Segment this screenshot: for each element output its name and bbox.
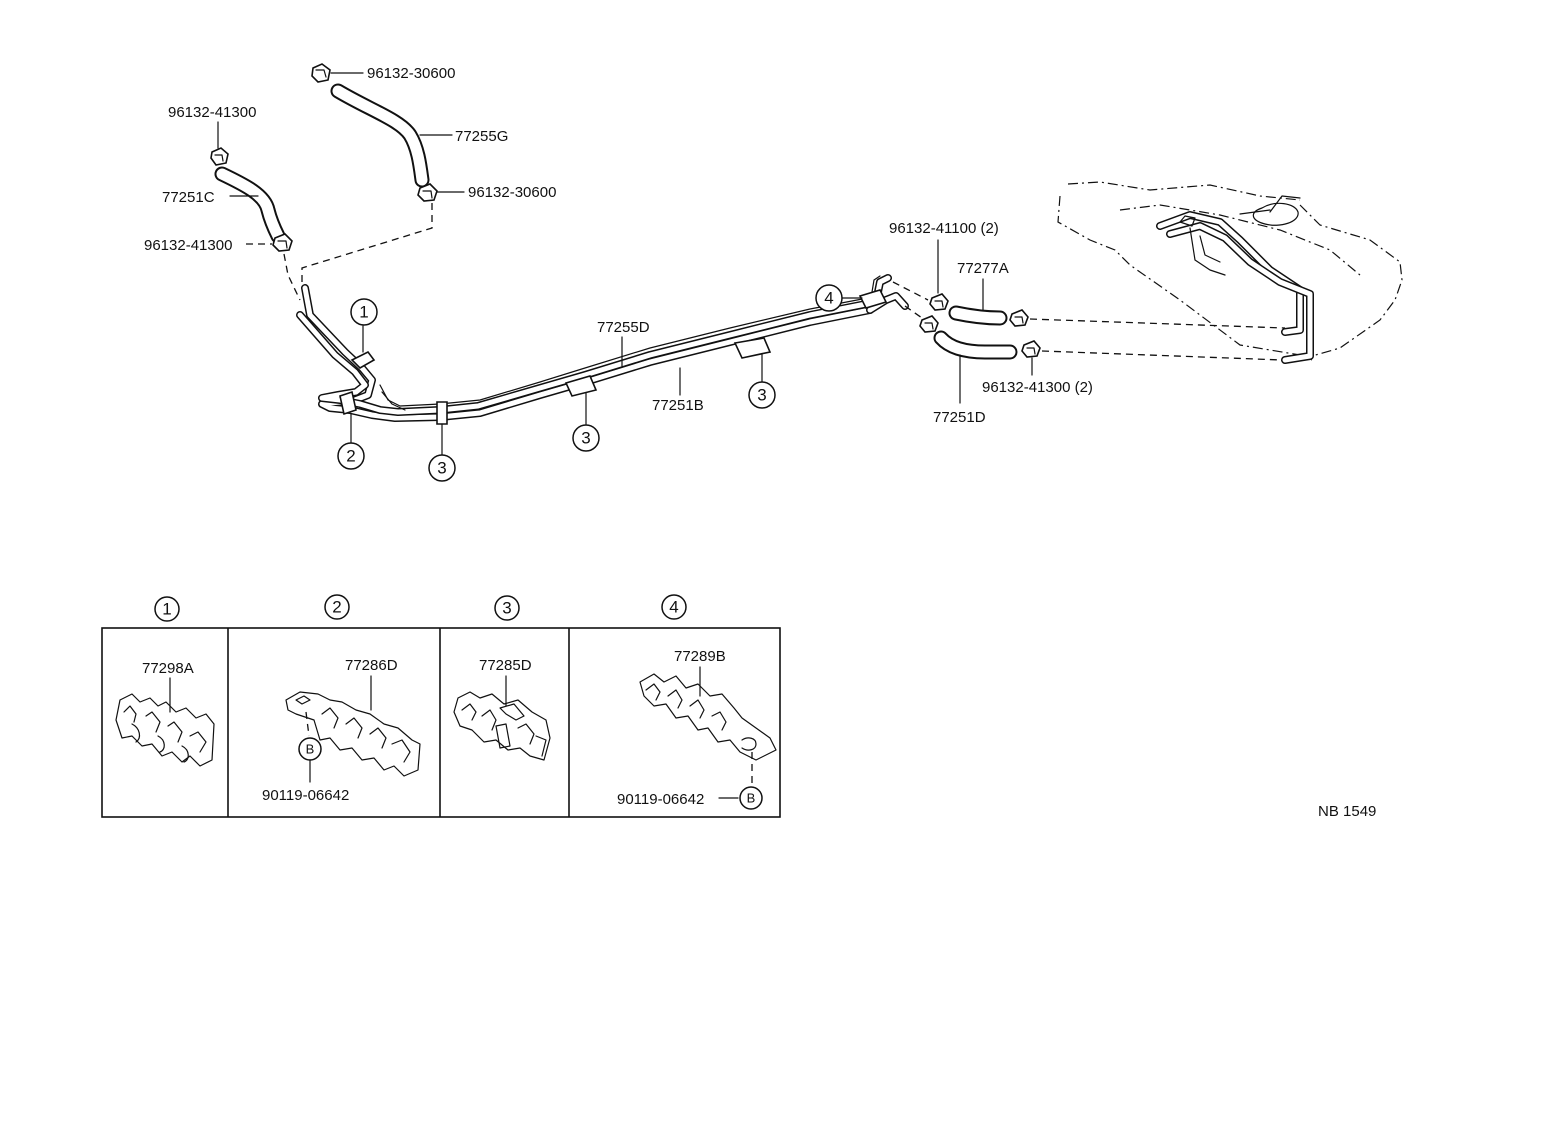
diagram-code: NB 1549 — [1318, 803, 1376, 820]
callout-4: 4 — [815, 284, 863, 312]
table-header-4: 4 — [661, 594, 687, 620]
svg-text:B: B — [306, 742, 315, 757]
svg-text:1: 1 — [359, 303, 368, 322]
callout-2: 2 — [337, 413, 365, 470]
table-header-2: 2 — [324, 594, 350, 620]
svg-text:4: 4 — [824, 289, 833, 308]
clip-hose-lower — [417, 183, 438, 202]
svg-text:2: 2 — [332, 598, 341, 617]
svg-text:2: 2 — [346, 447, 355, 466]
cell-2-bolt: 90119-06642 — [262, 787, 349, 804]
svg-text:3: 3 — [437, 459, 446, 478]
cell-4-bolt: 90119-06642 — [617, 791, 704, 808]
label-left-lower-clip: 96132-41300 — [144, 237, 232, 254]
clamp-4 — [858, 275, 888, 309]
clip-77289b — [639, 673, 777, 761]
clip-top — [311, 63, 331, 83]
label-right-hose-lower: 77251D — [933, 409, 986, 426]
cell-2-part: 77286D — [345, 657, 398, 674]
label-main-tube-upper: 77255D — [597, 319, 650, 336]
label-top-hose: 77255G — [455, 128, 508, 145]
clamp-3a — [436, 401, 448, 425]
clamp-3b — [564, 375, 598, 397]
svg-text:3: 3 — [581, 429, 590, 448]
svg-text:1: 1 — [162, 600, 171, 619]
clip-left-lower — [272, 233, 293, 252]
clamp-1 — [350, 350, 376, 369]
callout-3b: 3 — [572, 392, 600, 452]
clip-right-b — [1021, 340, 1041, 358]
clip-left-top — [210, 147, 229, 166]
label-hose-lower-clip: 96132-30600 — [468, 184, 556, 201]
label-left-hose: 77251C — [162, 189, 215, 206]
clip-77286d — [285, 691, 421, 777]
label-top-clip: 96132-30600 — [367, 65, 455, 82]
label-main-tube-lower: 77251B — [652, 397, 704, 414]
hose-77251c — [214, 166, 286, 244]
main-tube-bundle — [296, 274, 909, 422]
clamp-3c — [733, 337, 772, 359]
svg-text:B: B — [747, 791, 756, 806]
label-left-top-clip: 96132-41300 — [168, 104, 256, 121]
label-right-hose-upper: 77277A — [957, 260, 1009, 277]
callout-3c: 3 — [748, 353, 776, 409]
cell-2-bolt-mark: B — [298, 737, 322, 761]
clip-right-a — [1009, 309, 1029, 327]
table-header-1: 1 — [154, 596, 180, 622]
hose-77251d — [933, 330, 1018, 360]
cell-4-bolt-mark: B — [739, 786, 763, 810]
callout-3a: 3 — [428, 423, 456, 482]
svg-text:3: 3 — [502, 599, 511, 618]
hose-77277a — [948, 305, 1008, 326]
cell-1-part: 77298A — [142, 660, 194, 677]
clip-77285d — [453, 691, 551, 761]
svg-text:3: 3 — [757, 386, 766, 405]
table-header-3: 3 — [494, 595, 520, 621]
label-right-lower-clip: 96132-41300 (2) — [982, 379, 1093, 396]
clamp-2 — [339, 390, 357, 416]
clip-right-mid — [919, 315, 939, 333]
clip-77298a — [115, 693, 215, 767]
cell-3-part: 77285D — [479, 657, 532, 674]
clip-detail-table — [101, 627, 781, 818]
hose-77255g — [330, 83, 430, 188]
label-right-top-clip: 96132-41100 (2) — [889, 220, 999, 237]
clip-right-top — [929, 293, 949, 311]
callout-1: 1 — [350, 298, 378, 353]
cell-4-part: 77289B — [674, 648, 726, 665]
svg-text:4: 4 — [669, 598, 678, 617]
fuel-tank — [1057, 181, 1403, 364]
